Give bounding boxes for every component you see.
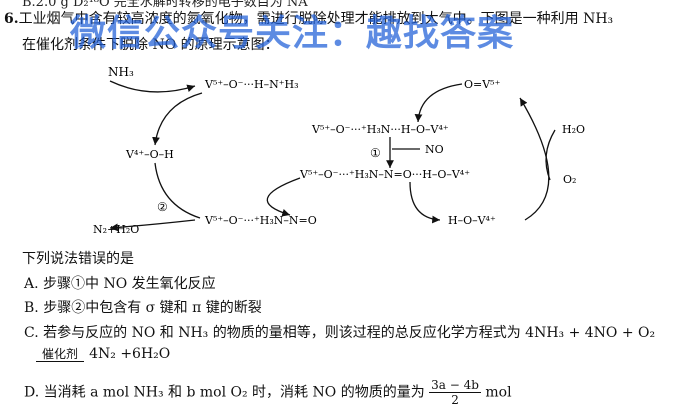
o-v5-label: O=V⁵⁺ [464,78,501,91]
arrow-nh3-to-complex [109,80,196,93]
fraction-numerator: 3a − 4b [429,378,481,393]
no-label: NO [425,143,444,156]
middle-complex-1: V⁵⁺–O⁻···⁺H₃N···H–O–V⁴⁺ [311,123,449,136]
option-b[interactable]: B. 步骤②中包含有 σ 键和 π 键的断裂 [24,300,262,316]
v5-nhno-complex: V⁵⁺–O⁻···⁺H₃N–N=O [204,214,317,227]
question-stem-line1: 6.工业烟气中含有较高浓度的氮氧化物，需进行脱除处理才能排放到大气中。下图是一种… [4,10,613,28]
option-d-prefix: D. 当消耗 a mol NH₃ 和 b mol O₂ 时，消耗 NO 的物质的… [24,384,425,401]
h2o-o2-curve [545,129,556,181]
option-c[interactable]: C. 若参与反应的 NO 和 NH₃ 的物质的量相等，则该过程的总反应化学方程式… [24,325,656,341]
previous-option-fragment: B.2.0 g D₂¹⁸O 完全水解时转移的电子数目为 NA [22,0,308,10]
question-stem-line2: 在催化剂条件下脱除 NO 的原理示意图： [22,37,279,53]
v4-oh-label: V⁴⁺–O–H [125,148,174,161]
arrow-top-to-left [152,92,203,146]
step2-marker: ② [157,200,168,214]
fraction-denominator: 2 [451,393,459,407]
arrow-left-to-bottom-path [154,162,201,219]
arrow-bottom-to-product [109,219,196,232]
h-o-v4-label: H–O–V⁴⁺ [448,214,496,227]
arrow-hov-to-ov5 [519,97,550,221]
catalyst-label: 催化剂 [36,348,85,362]
question-prompt: 下列说法错误的是 [22,251,134,267]
option-a[interactable]: A. 步骤①中 NO 发生氧化反应 [24,276,216,292]
option-d-fraction: 3a − 4b 2 [429,378,481,407]
option-d[interactable]: D. 当消耗 a mol NH₃ 和 b mol O₂ 时，消耗 NO 的物质的… [24,378,512,407]
h2o-label: H₂O [562,123,585,136]
option-c-equation: 催化剂 4N₂ +6H₂O [36,343,170,362]
n2-h2o-product: N₂+H₂O [93,223,139,236]
question-stem-text: 工业烟气中含有较高浓度的氮氧化物，需进行脱除处理才能排放到大气中。下图是一种利用… [18,11,614,27]
o2-label: O₂ [563,173,576,186]
c-products: 4N₂ +6H₂O [89,346,171,362]
arrow-middle-to-bottom [266,177,301,217]
question-number: 6. [4,11,19,27]
arrow-ov5-to-middle [414,83,463,123]
v5-nh4-complex: V⁵⁺–O⁻···H–N⁺H₃ [204,78,299,91]
middle-complex-2: V⁵⁺–O⁻···⁺H₃N–N=O···H–O–V⁴⁺ [299,168,470,181]
arrow-middle-to-hov [409,181,441,224]
watermark: 微信公众号关注：趣找答案 [70,13,515,54]
option-d-unit: mol [485,384,512,401]
step1-marker: ① [370,146,381,160]
nh3-label: NH₃ [108,65,134,79]
